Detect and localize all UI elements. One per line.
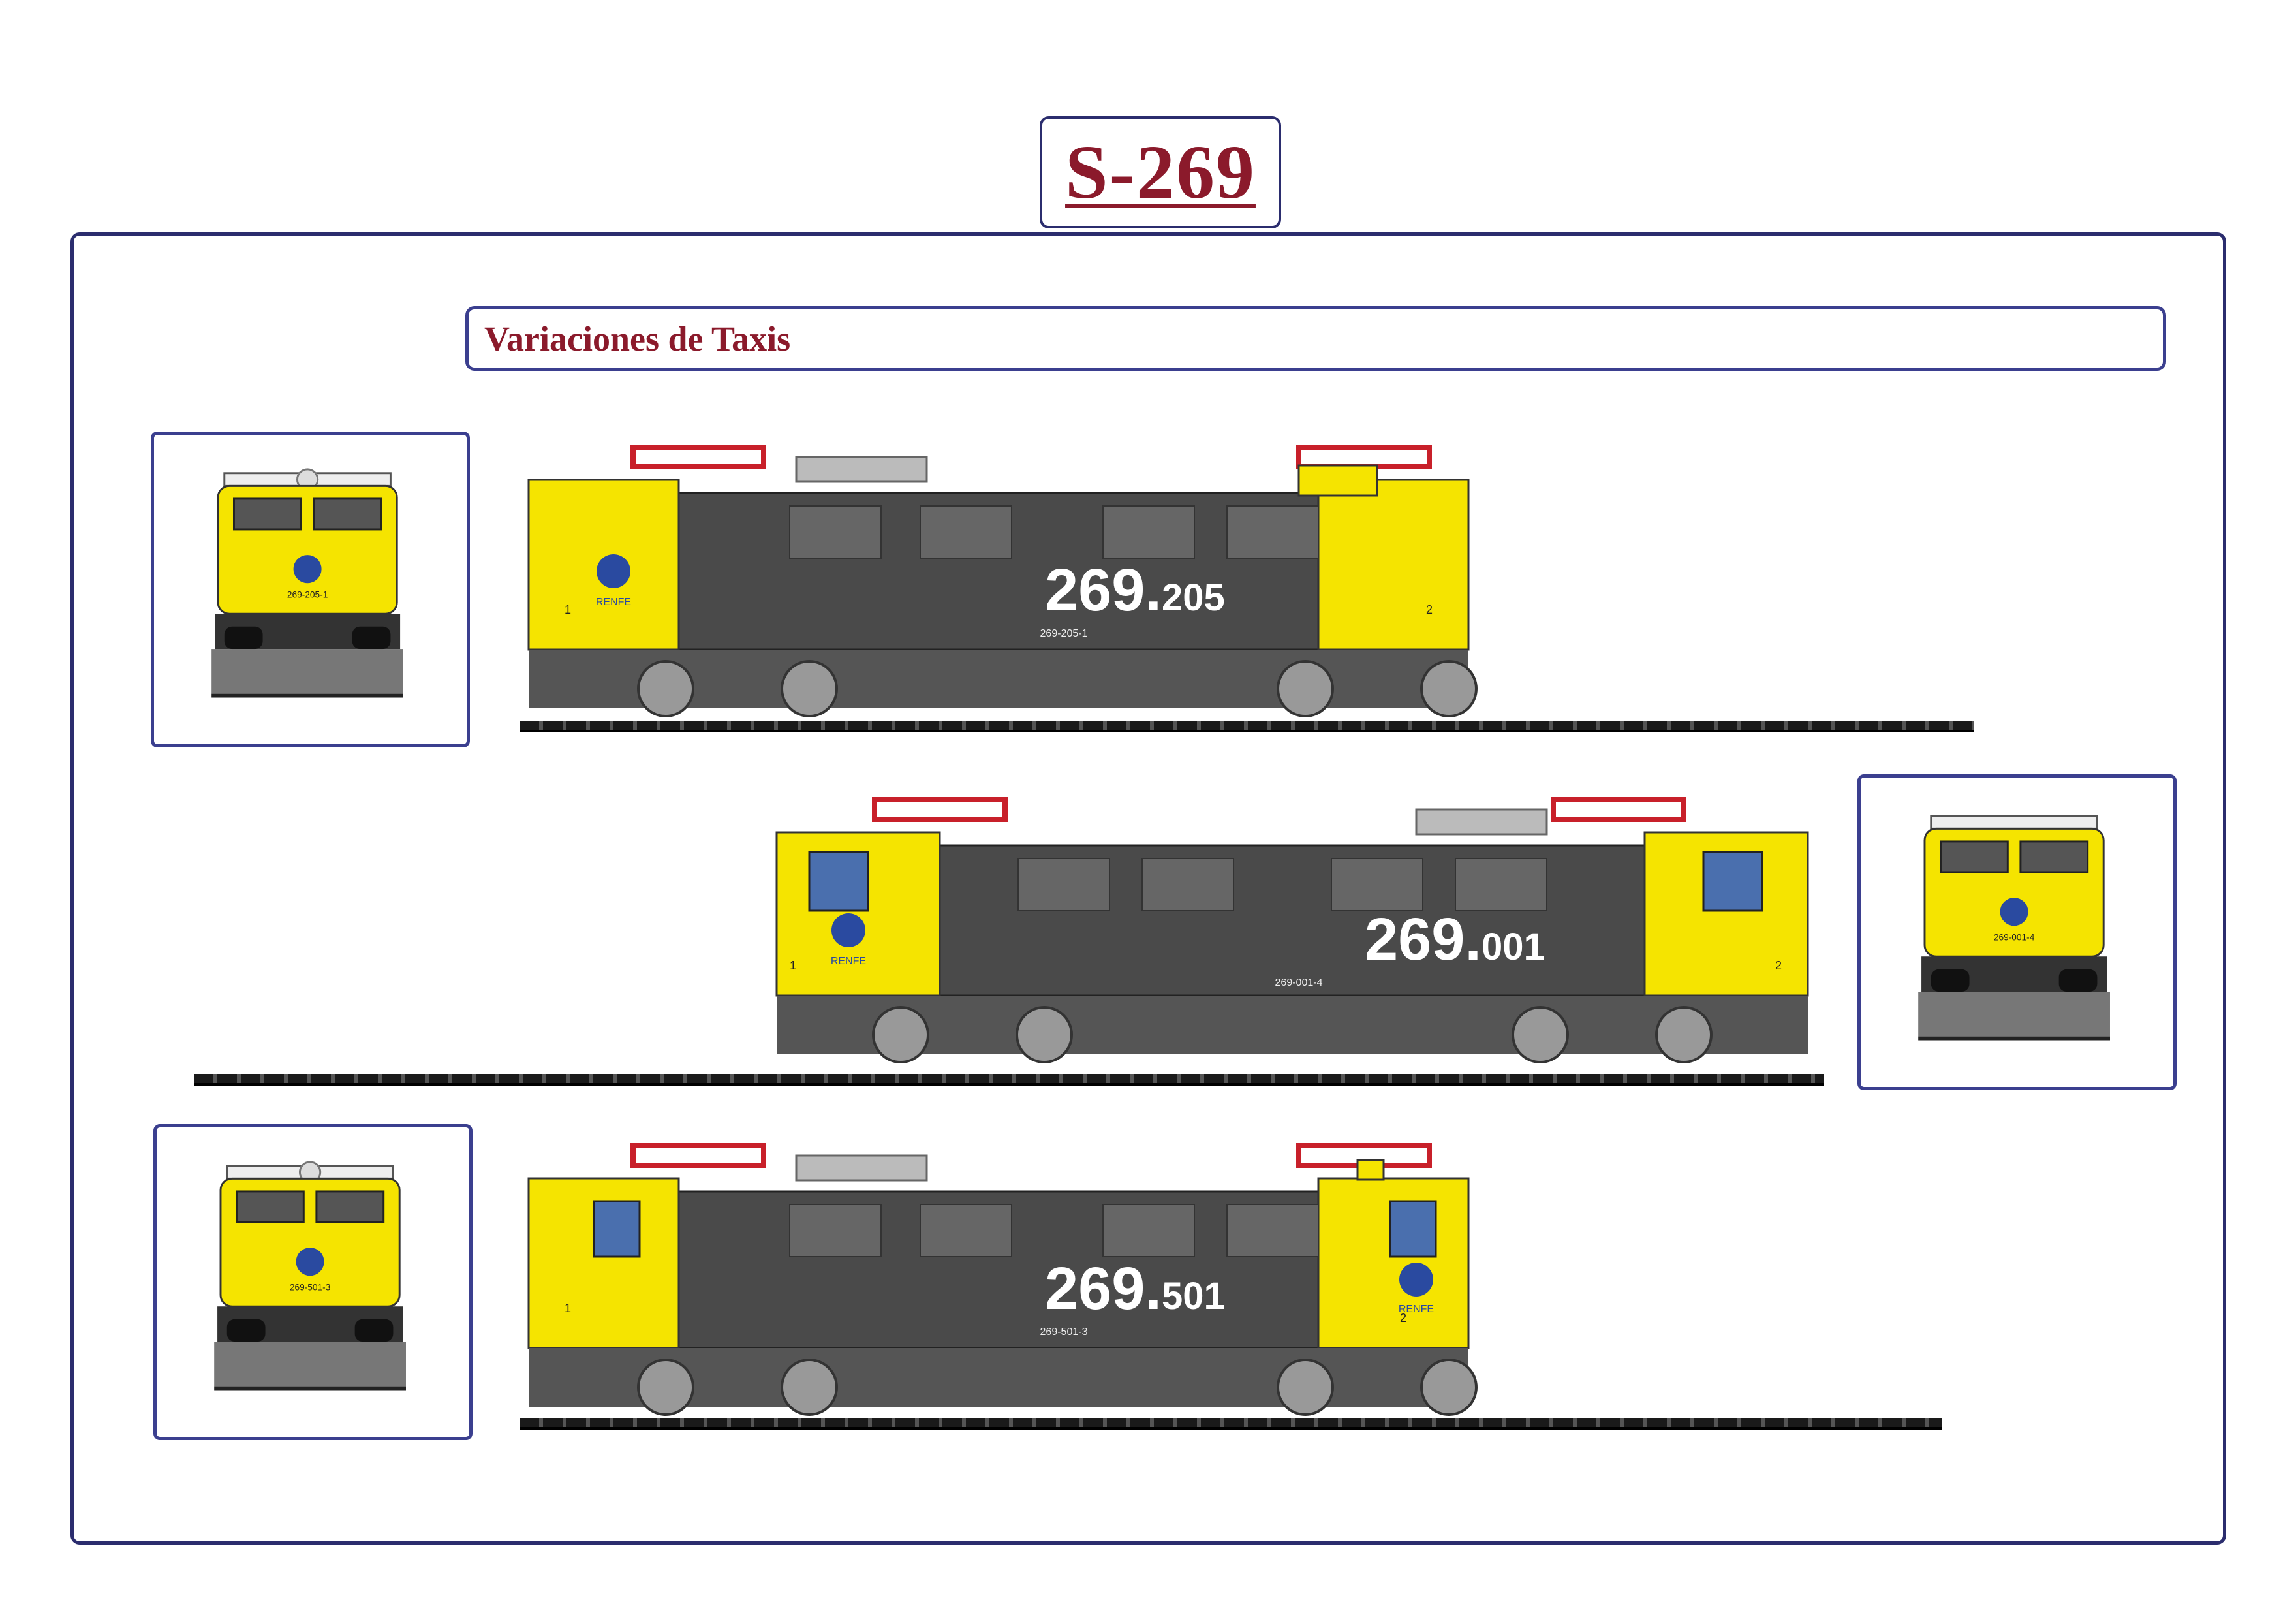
page-title: S-269 [1065, 129, 1256, 215]
front-view-drawing: 269-501-3 [214, 1161, 406, 1391]
end-label-right: 2 [1426, 603, 1433, 616]
loco-plate: 269-205-1 [1040, 628, 1088, 639]
brand-label: RENFE [831, 956, 866, 967]
loco-number-main: 269. [1045, 557, 1162, 623]
loco-number-main: 269. [1045, 1255, 1162, 1322]
locomotive-269-205: RENFE 1 2 269. 205 269-205-1 [516, 441, 1599, 728]
front-view-269-501: 269-501-3 [153, 1124, 473, 1440]
loco-plate: 269-501-3 [1040, 1327, 1088, 1338]
front-view-drawing: 269-205-1 [211, 468, 403, 698]
subtitle-box: Variaciones de Taxis [465, 306, 2166, 371]
rail-track-2 [194, 1074, 1824, 1086]
pantograph-right-icon [1551, 797, 1686, 822]
locomotive-269-001: RENFE 1 2 269. 001 269-001-4 [751, 793, 1834, 1074]
end-label-left: 1 [565, 603, 571, 616]
main-frame [70, 232, 2226, 1545]
front-view-269-205: 269-205-1 [151, 432, 470, 747]
loco-number-suffix: 501 [1162, 1275, 1225, 1317]
renfe-logo-icon [831, 913, 865, 947]
locomotive-side-drawing: RENFE 1 2 269. 001 269-001-4 [775, 797, 1809, 1063]
renfe-logo-icon [2000, 898, 2028, 926]
subtitle: Variaciones de Taxis [484, 319, 791, 358]
loco-number-suffix: 001 [1482, 926, 1545, 968]
front-view-269-001: 269-001-4 [1857, 774, 2177, 1090]
pantograph-left-icon [630, 1143, 766, 1168]
front-view-drawing: 269-001-4 [1918, 815, 2110, 1041]
loco-plate: 269-001-4 [1275, 977, 1323, 988]
end-label-right: 2 [1400, 1312, 1406, 1325]
renfe-logo-icon [1399, 1263, 1433, 1297]
locomotive-side-drawing: RENFE 1 2 269. 205 269-205-1 [527, 445, 1478, 717]
front-plate: 269-001-4 [1994, 933, 2035, 943]
page-title-box: S-269 [1040, 116, 1281, 228]
loco-number-suffix: 205 [1162, 576, 1225, 619]
renfe-logo-icon [293, 555, 322, 584]
locomotive-269-501: RENFE 1 2 269. 501 269-501-3 [516, 1139, 1599, 1426]
end-label-left: 1 [790, 959, 796, 972]
pantograph-left-icon [630, 445, 766, 469]
end-label-right: 2 [1775, 959, 1782, 972]
locomotive-side-drawing: RENFE 1 2 269. 501 269-501-3 [527, 1143, 1478, 1416]
rail-track-3 [520, 1418, 1942, 1430]
brand-label: RENFE [1399, 1304, 1434, 1315]
end-label-left: 1 [565, 1302, 571, 1315]
brand-label: RENFE [596, 597, 631, 608]
rail-track-1 [520, 721, 1974, 732]
front-plate: 269-205-1 [287, 590, 328, 600]
renfe-logo-icon [597, 554, 630, 588]
pantograph-right-icon [1296, 445, 1432, 469]
pantograph-left-icon [872, 797, 1008, 822]
front-plate: 269-501-3 [290, 1283, 331, 1293]
renfe-logo-icon [296, 1248, 324, 1276]
loco-number-main: 269. [1365, 906, 1482, 973]
